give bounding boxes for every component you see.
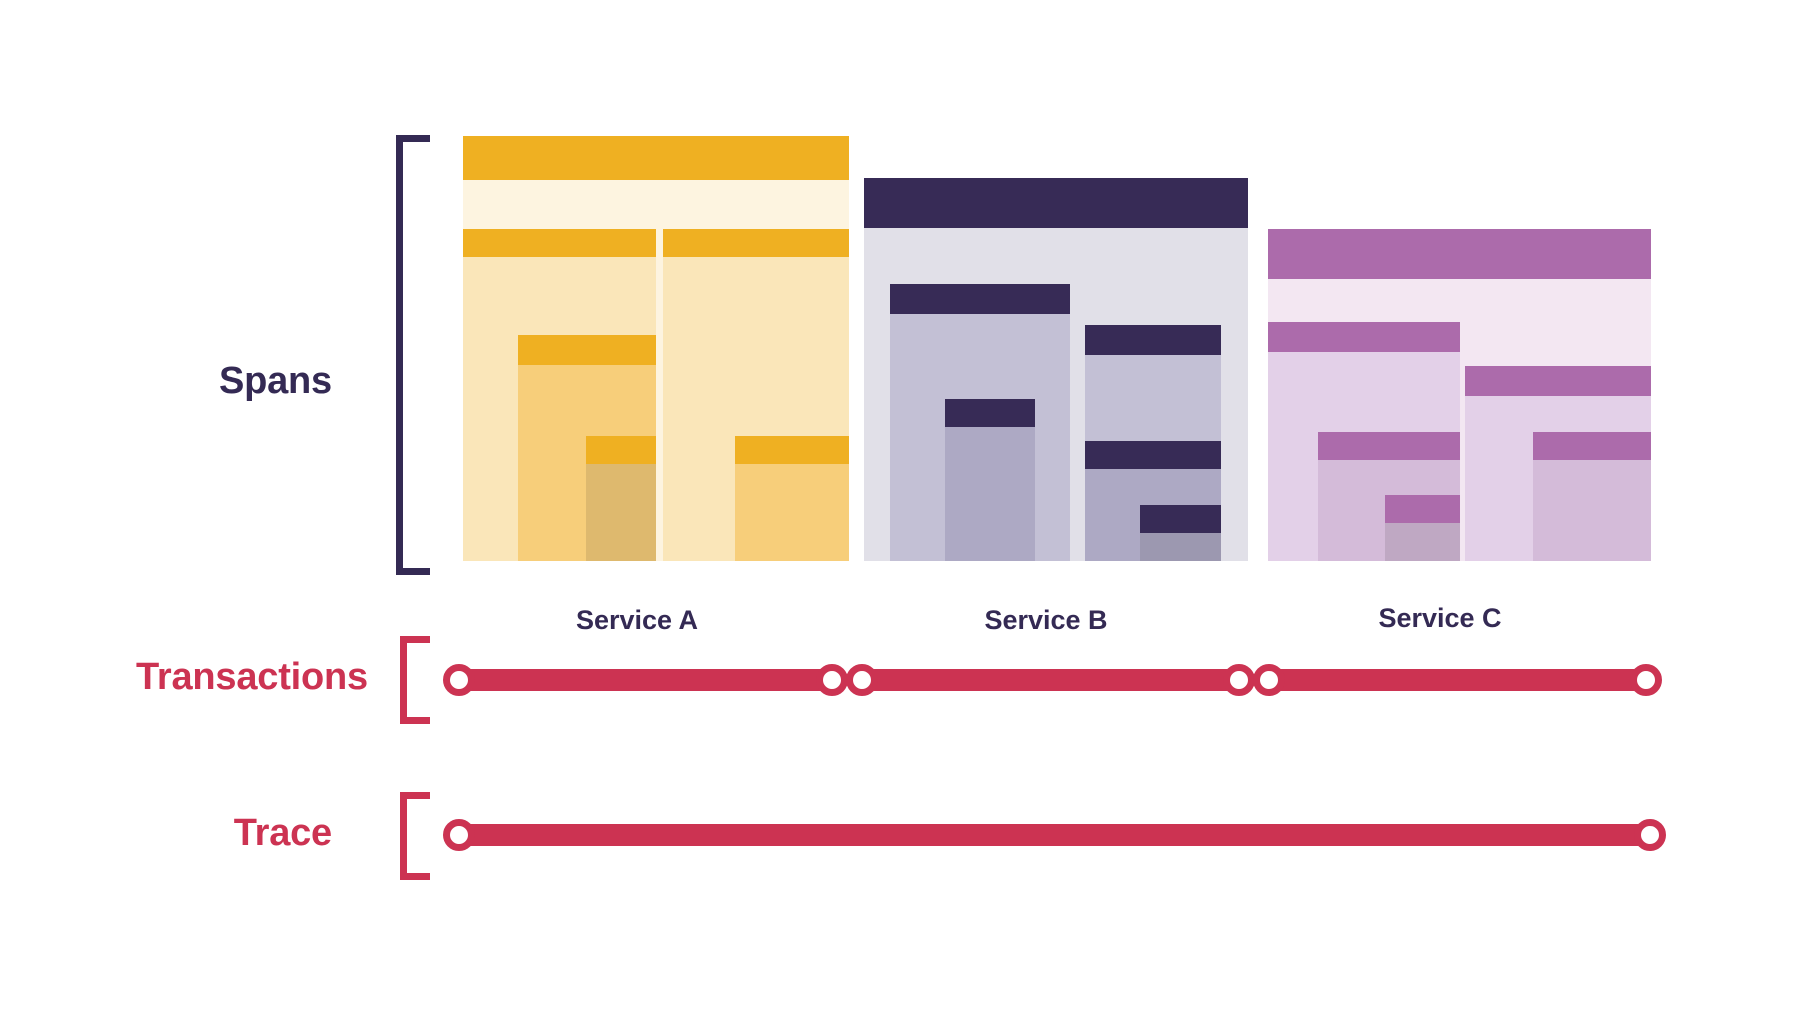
spans-row-label: Spans	[218, 360, 332, 402]
spans-bracket	[396, 135, 430, 575]
span-block[interactable]	[735, 436, 849, 561]
span-header-bar	[663, 229, 849, 257]
span-header-bar	[1140, 505, 1221, 533]
span-header-bar	[1385, 495, 1460, 523]
span-header-bar	[463, 136, 849, 180]
span-block[interactable]	[586, 436, 656, 561]
span-block[interactable]	[1533, 432, 1651, 561]
transactions-row-label: Transactions	[135, 656, 368, 698]
span-header-bar	[945, 399, 1035, 427]
span-block[interactable]	[1385, 495, 1460, 561]
span-header-bar	[864, 178, 1248, 228]
transaction-node[interactable]	[443, 664, 475, 696]
spans-region	[463, 136, 1651, 561]
transaction-segment[interactable]	[455, 669, 836, 691]
span-header-bar	[1268, 322, 1460, 352]
span-header-bar	[586, 436, 656, 464]
trace-node[interactable]	[1634, 819, 1666, 851]
transaction-node[interactable]	[846, 664, 878, 696]
span-header-bar	[1533, 432, 1651, 460]
span-header-bar	[735, 436, 849, 464]
trace-segment[interactable]	[455, 824, 1654, 846]
span-header-bar	[1465, 366, 1651, 396]
span-header-bar	[890, 284, 1070, 314]
trace-node[interactable]	[443, 819, 475, 851]
transaction-node[interactable]	[1253, 664, 1285, 696]
trace-bracket	[400, 792, 430, 880]
span-block[interactable]	[1140, 505, 1221, 561]
transaction-node[interactable]	[1630, 664, 1662, 696]
span-header-bar	[1268, 229, 1651, 279]
transaction-segment[interactable]	[1265, 669, 1650, 691]
transaction-node[interactable]	[1223, 664, 1255, 696]
service-caption-1: Service A	[575, 605, 699, 635]
transactions-bracket	[400, 636, 430, 724]
span-header-bar	[1085, 441, 1221, 469]
service-caption-3: Service C	[1378, 603, 1502, 633]
transaction-segment[interactable]	[858, 669, 1243, 691]
service-caption-2: Service B	[984, 605, 1108, 635]
transaction-node[interactable]	[816, 664, 848, 696]
span-header-bar	[1318, 432, 1460, 460]
span-header-bar	[463, 229, 656, 257]
span-block[interactable]	[945, 399, 1035, 561]
trace-row-label: Trace	[233, 812, 333, 854]
span-header-bar	[1085, 325, 1221, 355]
span-header-bar	[518, 335, 656, 365]
